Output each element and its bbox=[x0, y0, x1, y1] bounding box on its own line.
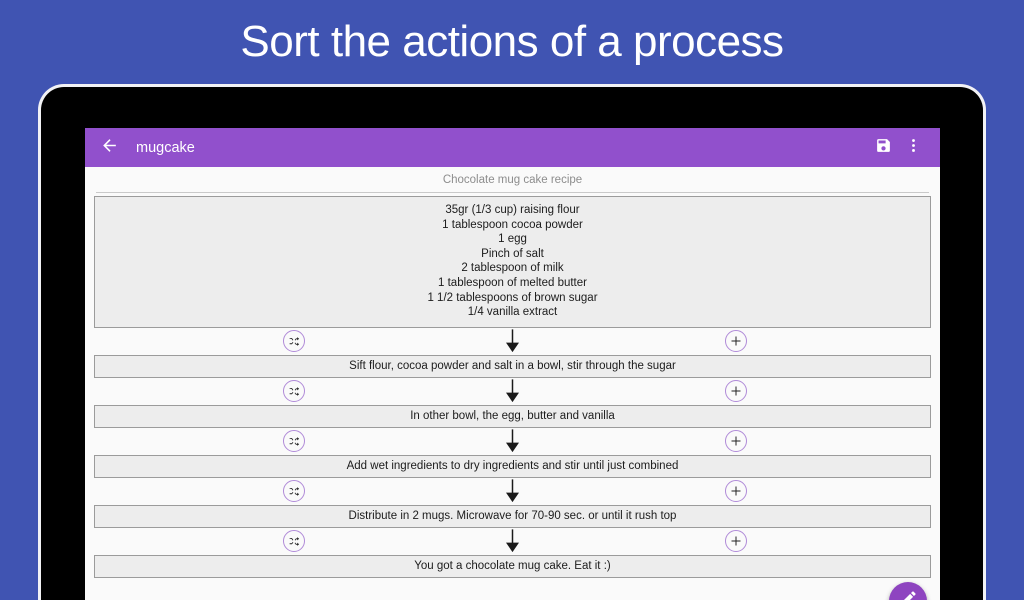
add-step-button[interactable] bbox=[724, 329, 748, 353]
ingredient-line: 1 1/2 tablespoons of brown sugar bbox=[427, 291, 598, 304]
save-icon bbox=[875, 137, 892, 159]
promo-banner: Sort the actions of a process bbox=[0, 0, 1024, 84]
step-text: Add wet ingredients to dry ingredients a… bbox=[346, 460, 679, 473]
edit-fab-button[interactable] bbox=[889, 582, 927, 600]
title-divider bbox=[96, 192, 929, 193]
plus-icon bbox=[725, 430, 747, 453]
step-text: Distribute in 2 mugs. Microwave for 70-9… bbox=[348, 510, 677, 523]
connector-row bbox=[94, 378, 931, 405]
step-item[interactable]: Distribute in 2 mugs. Microwave for 70-9… bbox=[94, 504, 931, 528]
ingredient-line: 1 tablespoon cocoa powder bbox=[442, 218, 583, 231]
shuffle-step-button[interactable] bbox=[282, 529, 306, 553]
arrow-down-icon bbox=[501, 428, 525, 454]
plus-icon bbox=[725, 530, 747, 553]
arrow-down-icon bbox=[501, 478, 525, 504]
ingredient-line: Pinch of salt bbox=[481, 247, 544, 260]
device-screen: mugcake Chocola bbox=[85, 128, 940, 600]
connector-row bbox=[94, 528, 931, 555]
edit-pencil-icon bbox=[899, 589, 918, 600]
step-text: In other bowl, the egg, butter and vanil… bbox=[410, 410, 615, 423]
shuffle-icon bbox=[283, 480, 305, 503]
plus-icon bbox=[725, 380, 747, 403]
ingredient-line: 1 egg bbox=[498, 233, 527, 246]
arrow-down-icon bbox=[501, 378, 525, 404]
recipe-title: Chocolate mug cake recipe bbox=[442, 174, 583, 186]
shuffle-icon bbox=[283, 330, 305, 353]
add-step-button[interactable] bbox=[724, 529, 748, 553]
ingredients-field[interactable]: 35gr (1/3 cup) raising flour 1 tablespoo… bbox=[94, 196, 931, 328]
ingredient-line: 1 tablespoon of melted butter bbox=[438, 276, 587, 289]
step-text: You got a chocolate mug cake. Eat it :) bbox=[414, 560, 611, 573]
arrow-down-icon bbox=[501, 528, 525, 554]
overflow-menu-button[interactable] bbox=[898, 133, 928, 163]
add-step-button[interactable] bbox=[724, 379, 748, 403]
step-item[interactable]: You got a chocolate mug cake. Eat it :) bbox=[94, 554, 931, 578]
add-step-button[interactable] bbox=[724, 479, 748, 503]
more-vert-icon bbox=[905, 137, 922, 159]
shuffle-icon bbox=[283, 430, 305, 453]
app-title: mugcake bbox=[136, 139, 195, 156]
shuffle-icon bbox=[283, 530, 305, 553]
promo-title: Sort the actions of a process bbox=[240, 17, 784, 66]
tablet-device-frame: mugcake Chocola bbox=[38, 84, 986, 600]
plus-icon bbox=[725, 330, 747, 353]
save-button[interactable] bbox=[868, 133, 898, 163]
shuffle-step-button[interactable] bbox=[282, 479, 306, 503]
shuffle-step-button[interactable] bbox=[282, 379, 306, 403]
ingredient-line: 1/4 vanilla extract bbox=[467, 306, 558, 319]
process-editor-body: Chocolate mug cake recipe 35gr (1/3 cup)… bbox=[85, 167, 940, 600]
arrow-down-icon bbox=[501, 328, 525, 354]
ingredient-line: 35gr (1/3 cup) raising flour bbox=[445, 204, 580, 216]
shuffle-step-button[interactable] bbox=[282, 429, 306, 453]
plus-icon bbox=[725, 480, 747, 503]
add-step-button[interactable] bbox=[724, 429, 748, 453]
connector-row bbox=[94, 328, 931, 355]
step-item[interactable]: Add wet ingredients to dry ingredients a… bbox=[94, 454, 931, 478]
arrow-back-icon bbox=[100, 136, 119, 160]
shuffle-icon bbox=[283, 380, 305, 403]
app-toolbar: mugcake bbox=[85, 128, 940, 167]
step-text: Sift flour, cocoa powder and salt in a b… bbox=[349, 360, 676, 373]
step-item[interactable]: Sift flour, cocoa powder and salt in a b… bbox=[94, 354, 931, 378]
shuffle-step-button[interactable] bbox=[282, 329, 306, 353]
back-button[interactable] bbox=[94, 133, 124, 163]
connector-row bbox=[94, 478, 931, 505]
connector-row bbox=[94, 428, 931, 455]
ingredient-line: 2 tablespoon of milk bbox=[461, 262, 564, 275]
step-item[interactable]: In other bowl, the egg, butter and vanil… bbox=[94, 404, 931, 428]
